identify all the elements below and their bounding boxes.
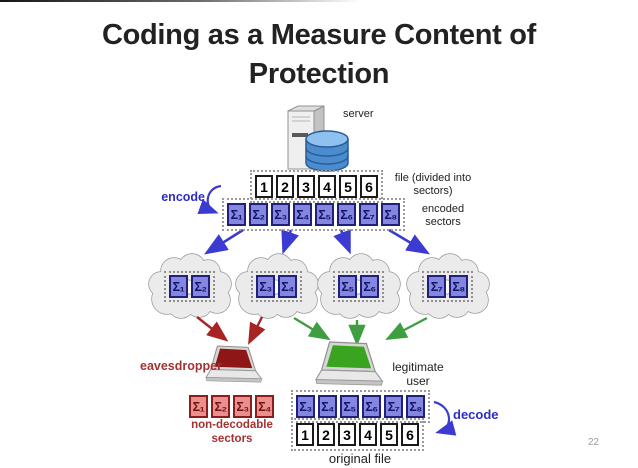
encoded-sector-box: Σ₂ [249,203,268,226]
cloud-sector-box: Σ₄ [278,275,297,298]
page-title: Coding as a Measure Content of Protectio… [0,16,638,94]
original-file-box: 3 [338,423,356,446]
received-sector-box: Σ₅ [340,395,359,418]
title-line-2: Protection [248,58,390,90]
non-decodable-box: Σ₄ [255,395,274,418]
eavesdropper-label: eavesdropper [140,359,222,373]
file-sectors-row: 1 2 3 4 5 6 [250,170,383,203]
encode-label: encode [161,190,205,204]
file-label: file (divided into sectors) [394,172,472,197]
original-file-box: 6 [401,423,419,446]
non-decodable-box: Σ₁ [189,395,208,418]
encoded-sector-box: Σ₇ [359,203,378,226]
original-file-box: 1 [296,423,314,446]
encoded-label: encoded sectors [421,203,465,228]
encoded-sector-box: Σ₅ [315,203,334,226]
cloud-4-sectors: Σ₇ Σ₈ [422,271,473,302]
legitimate-user-label: legitimate user [392,360,444,389]
file-sector-box: 1 [255,175,273,198]
legitimate-laptop-icon [315,341,383,386]
encoded-sectors-row: Σ₁ Σ₂ Σ₃ Σ₄ Σ₅ Σ₆ Σ₇ Σ₈ [222,198,405,231]
cloud-sector-box: Σ₂ [191,275,210,298]
server-icon [287,105,349,172]
non-decodable-box: Σ₂ [211,395,230,418]
title-line-1: Coding as a Measure Content of [101,19,537,51]
file-sector-box: 6 [360,175,378,198]
decode-arrow [433,400,457,436]
file-sector-box: 5 [339,175,357,198]
encoded-sector-box: Σ₄ [293,203,312,226]
cloud-3-sectors: Σ₅ Σ₆ [333,271,384,302]
video-frame-edge [0,0,360,2]
cloud-sector-box: Σ₁ [169,275,188,298]
non-decodable-label: non-decodable sectors [191,419,273,445]
original-file-box: 5 [380,423,398,446]
encode-arrow [197,184,222,215]
server-label: server [343,108,374,120]
encoded-sector-box: Σ₁ [227,203,246,226]
page-number: 22 [588,437,600,448]
cloud-2-sectors: Σ₃ Σ₄ [251,271,302,302]
cloud-sector-box: Σ₈ [449,275,468,298]
cloud-sector-box: Σ₅ [338,275,357,298]
file-sector-box: 4 [318,175,336,198]
received-sector-box: Σ₆ [362,395,381,418]
eavesdropper-arrows [196,316,266,345]
received-sector-box: Σ₇ [384,395,403,418]
original-file-box: 2 [317,423,335,446]
legitimate-arrows [293,316,428,347]
received-sectors-row: Σ₃ Σ₄ Σ₅ Σ₆ Σ₇ Σ₈ [291,390,430,423]
cloud-sector-box: Σ₆ [360,275,379,298]
database-icon [305,130,349,172]
encoded-sector-box: Σ₃ [271,203,290,226]
received-sector-box: Σ₈ [406,395,425,418]
non-decodable-row: Σ₁ Σ₂ Σ₃ Σ₄ [189,395,274,418]
non-decodable-box: Σ₃ [233,395,252,418]
file-sector-box: 3 [297,175,315,198]
cloud-1-sectors: Σ₁ Σ₂ [164,271,215,302]
received-sector-box: Σ₄ [318,395,337,418]
original-file-box: 4 [359,423,377,446]
received-sector-box: Σ₃ [296,395,315,418]
encoded-sector-box: Σ₈ [381,203,400,226]
distribute-arrows [204,228,431,255]
cloud-sector-box: Σ₇ [427,275,446,298]
decode-label: decode [453,407,499,422]
original-file-row: 1 2 3 4 5 6 [291,418,424,451]
encoded-sector-box: Σ₆ [337,203,356,226]
cloud-sector-box: Σ₃ [256,275,275,298]
original-file-label: original file [328,451,392,466]
file-sector-box: 2 [276,175,294,198]
